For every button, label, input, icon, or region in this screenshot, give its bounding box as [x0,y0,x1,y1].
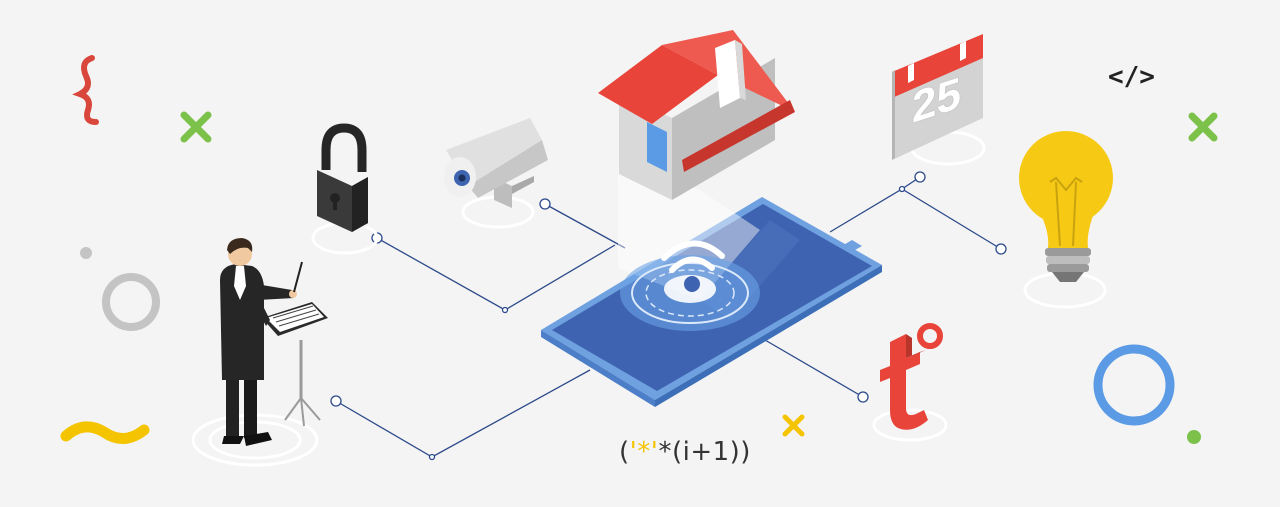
calendar-icon [892,34,983,160]
close-x-icon [180,111,212,143]
code-tag-icon: </> [1108,62,1155,92]
wifi-signal-icon [620,240,760,331]
conductor-figure [220,238,328,446]
tilde-icon [60,421,150,444]
close-x-icon [782,414,805,437]
close-x-icon [1188,112,1218,142]
lightbulb-icon [1019,131,1113,282]
dot-icon [1187,430,1201,444]
house-icon [598,30,795,200]
formula-quoted-string: '*' [629,437,659,467]
formula-rest: *(i+1)) [658,437,751,467]
dot-icon [80,247,92,259]
code-formula: ('*'*(i+1)) [619,437,751,467]
padlock-icon [317,123,368,232]
circuit-nodes [330,171,1007,461]
temperature-icon [880,323,943,430]
ring-icon [1093,344,1175,426]
security-camera-icon [444,118,548,208]
curly-brace-icon [72,55,99,125]
formula-open-paren: ( [619,437,630,467]
ring-icon [102,273,160,331]
